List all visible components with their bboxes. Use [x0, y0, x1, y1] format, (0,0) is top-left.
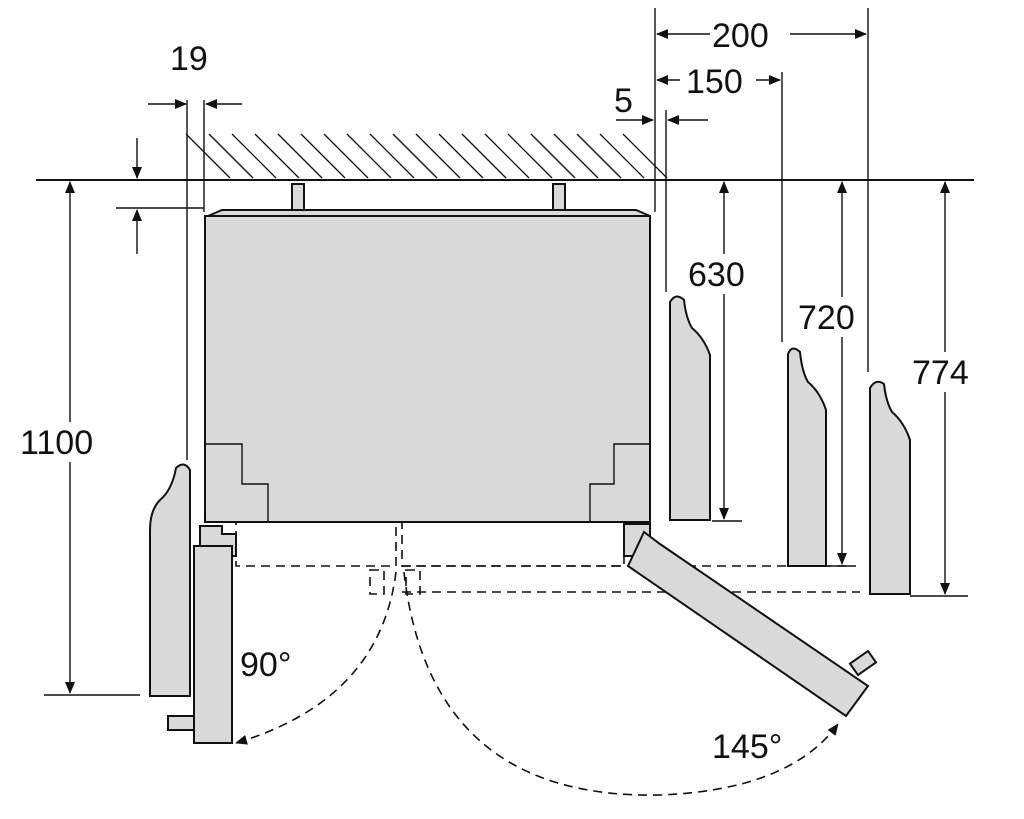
swing-arc-right	[403, 571, 839, 796]
hatch-line	[231, 133, 277, 179]
hatch-line	[208, 133, 254, 179]
hinge-step-right	[589, 443, 650, 522]
swing-arc-left	[235, 571, 397, 745]
right-door-open	[626, 530, 870, 718]
hatch-line	[622, 133, 668, 179]
hatch-line	[300, 133, 346, 179]
door-closed-left	[235, 521, 397, 567]
cabinet-774	[869, 380, 911, 595]
hatch-line	[323, 133, 369, 179]
wall-hatching	[185, 133, 668, 179]
hatch-line	[553, 133, 599, 179]
hatch-line	[599, 133, 645, 179]
cabinet-720	[787, 347, 827, 567]
handle-closed-right	[405, 569, 421, 595]
hatch-line	[461, 133, 507, 179]
label-bg-720	[796, 297, 866, 337]
cabinet-left	[149, 463, 191, 697]
label-bg-774	[910, 352, 980, 392]
label-bg-200	[710, 16, 790, 52]
label-774: 774	[912, 354, 969, 392]
cabinet-630	[669, 295, 711, 521]
left-door-open	[193, 545, 233, 744]
hinge-step-left	[205, 443, 269, 522]
label-19: 19	[170, 40, 208, 78]
right-door-handle	[848, 649, 878, 677]
back-spacer-left	[291, 183, 305, 211]
label-150: 150	[686, 63, 743, 101]
hatch-line	[438, 133, 484, 179]
hatch-line	[254, 133, 300, 179]
label-angle-90: 90°	[240, 646, 291, 684]
label-630: 630	[688, 256, 745, 294]
hatch-line	[576, 133, 622, 179]
label-720: 720	[798, 299, 855, 337]
label-angle-145: 145°	[712, 728, 782, 766]
label-200: 200	[712, 17, 769, 55]
hatch-line	[530, 133, 576, 179]
back-spacer-right	[552, 183, 566, 211]
fridge-body	[204, 215, 651, 523]
hatch-line	[369, 133, 415, 179]
handle-closed-left	[369, 569, 385, 595]
left-door-handle	[167, 715, 195, 731]
door-closed-right	[401, 521, 625, 567]
label-5: 5	[614, 82, 633, 120]
hatch-line	[346, 133, 392, 179]
hatch-line	[185, 133, 231, 179]
label-bg-1100	[18, 422, 108, 462]
label-1100: 1100	[20, 424, 93, 462]
hatch-line	[507, 133, 553, 179]
label-bg-150	[684, 62, 756, 98]
hatch-line	[484, 133, 530, 179]
hatch-line	[392, 133, 438, 179]
label-bg-630	[686, 254, 756, 294]
hatch-line	[415, 133, 461, 179]
hatch-line	[277, 133, 323, 179]
